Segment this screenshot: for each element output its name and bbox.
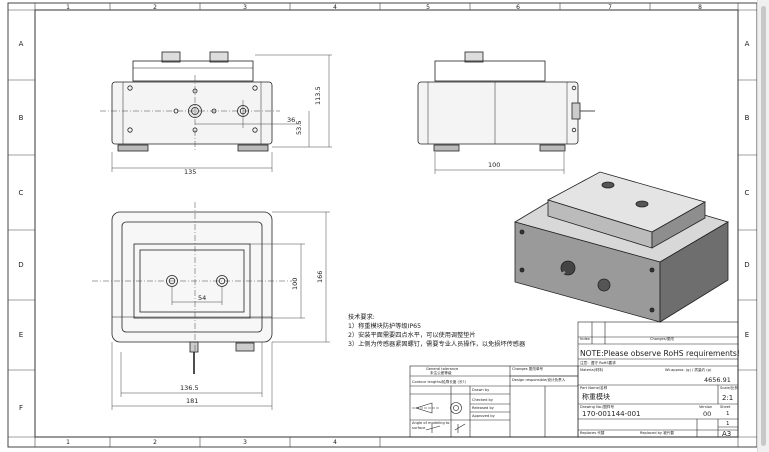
version-label: Version [699,405,712,409]
index-label: Index [580,337,591,341]
scale-value: 2:1 [722,394,733,402]
dim-53-5: 53.5 [295,121,303,135]
col-label-top-2: 2 [153,4,157,11]
drawing-no-label: Drawing No./图样号 [580,404,614,409]
replaced-by-label: Replaced by 被代替 [640,430,674,435]
projection-symbol [412,402,466,433]
drawing-number: 170-001144-001 [582,410,641,418]
weight-label: Wt.approx. (g) / 质量约 (g) [665,367,712,372]
top-view [111,211,273,374]
row-label-left-e: E [19,331,23,339]
released-by: Released by [472,406,495,410]
approved-by: Approved by [472,414,496,418]
changes-cn: Changes 更改单号 [512,366,544,371]
general-tolerance: General tolerance [426,367,459,371]
checked-by: Checked by [472,398,494,402]
row-label-left-c: C [19,189,24,197]
dim-113-5: 113.5 [314,86,322,105]
design-responsible: Design responsible/设计负责人 [512,377,566,382]
paper-size: A3 [722,430,731,438]
dim-100-side: 100 [488,161,500,169]
dim-100-vertical: 100 [291,278,299,290]
row-label-left-a: A [19,40,24,48]
col-label-bottom-4: 4 [333,439,337,446]
drawn-by: Drawn by [472,388,490,392]
col-label-top-3: 3 [243,4,247,11]
material-label: Material/材料 [580,367,603,372]
row-label-right-b: B [745,114,750,122]
notes-line-1: 1）称重模块防护等级IP65 [348,322,421,330]
version-value: 00 [703,410,711,418]
rohs-sub: 注意：遵守 RoHS要求 [580,360,616,365]
col-label-top-5: 5 [426,4,430,11]
row-label-right-c: C [745,189,750,197]
title-block [409,321,739,438]
notes-title: 技术要求: [348,313,375,321]
row-label-right-e: E [745,331,749,339]
col-label-top-8: 8 [698,4,702,11]
dim-166: 166 [316,271,324,283]
rohs-note: NOTE:Please observe RoHS requirements! [580,349,740,358]
contour-lengths: Contour lengths/轮廓长度 (长?) [412,379,466,384]
dim-181: 181 [186,397,198,405]
row-label-right-a: A [745,40,750,48]
scrollbar-thumb[interactable] [761,6,766,446]
col-label-bottom-1: 1 [66,439,70,446]
row-label-left-d: D [18,261,23,269]
scale-label: Scale/比例 [720,385,738,390]
dim-135: 135 [184,168,196,176]
front-view [111,51,273,152]
side-view [417,51,595,152]
column-ticks [8,3,757,447]
isometric-view [513,171,729,323]
notes-line-3: 3）上侧为传感器紧固螺钉，需要专业人员操作，以免损坏传感器 [348,340,526,348]
col-label-bottom-2: 2 [153,439,157,446]
sheet-total: 1 [726,421,730,427]
angle-note: Angle of modeling to [412,421,449,425]
replaces-label: Replaces 代替 [580,430,605,435]
sheet-number: 1 [726,411,730,417]
part-name-label: Part Name/名称 [580,385,608,390]
notes-line-2: 2）安装平面需要四点水平，可以使用调整垫片 [348,331,476,339]
row-label-left-b: B [19,114,24,122]
changes-label: Changes/更改 [650,336,674,341]
general-tolerance-cn: 未注公差等级 [430,370,452,375]
dim-136-5: 136.5 [180,384,199,392]
dim-54: 54 [198,294,206,302]
col-label-top-7: 7 [608,4,612,11]
dim-36: 36 [287,116,295,124]
col-label-bottom-3: 3 [243,439,247,446]
vertical-scrollbar[interactable] [757,0,769,452]
col-label-top-1: 1 [66,4,70,11]
col-label-top-6: 6 [516,4,520,11]
row-label-right-d: D [744,261,749,269]
col-label-top-4: 4 [333,4,337,11]
row-label-left-f: F [19,404,23,412]
surface-note: surface [412,426,426,430]
part-name: 称重模块 [582,392,610,401]
weight-value: 4656.91 [704,376,731,384]
sheet-label: Sheet [720,405,731,409]
